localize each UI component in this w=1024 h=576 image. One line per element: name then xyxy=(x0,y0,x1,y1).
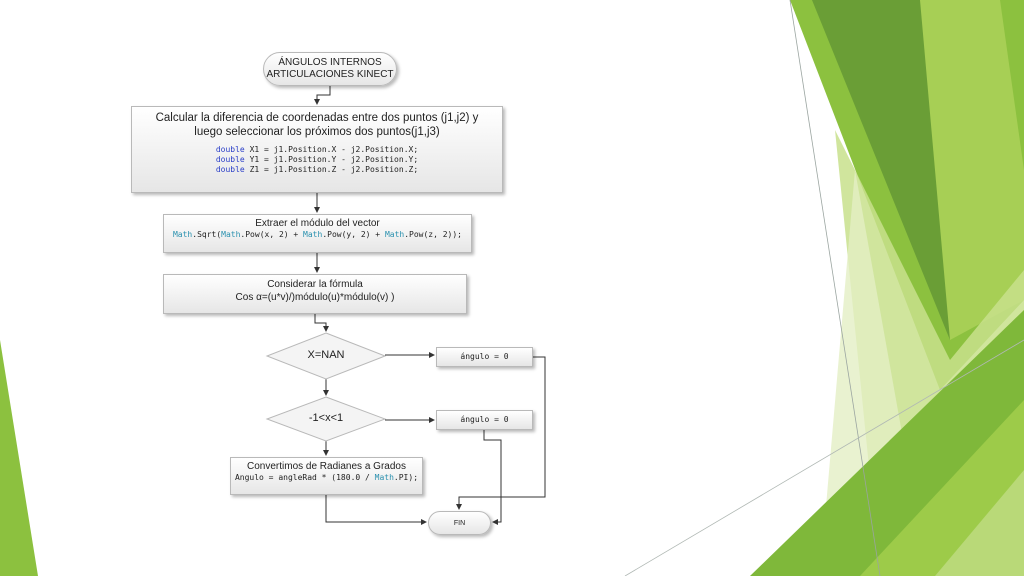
step-formula: Considerar la fórmula Cos α=(u*v)/)módul… xyxy=(163,274,467,314)
step2-text: Extraer el módulo del vector xyxy=(255,218,380,229)
step3-line2: Cos α=(u*v)/)módulo(u)*módulo(v) ) xyxy=(235,292,395,303)
end-label: FIN xyxy=(453,520,466,527)
output2-text: ángulo = 0 xyxy=(460,415,509,424)
output-angle-zero-2: ángulo = 0 xyxy=(436,410,533,430)
code-part: .Sqrt( xyxy=(192,230,222,239)
code-part: Angulo = angleRad * (180.0 / xyxy=(234,473,375,482)
step-convert-degrees: Convertimos de Radianes a Grados Angulo … xyxy=(230,457,423,495)
step2-code: Math.Sqrt(Math.Pow(x, 2) + Math.Pow(y, 2… xyxy=(164,230,471,240)
step4-code: Angulo = angleRad * (180.0 / Math.PI); xyxy=(231,473,422,483)
start-terminator: ÁNGULOS INTERNOS ARTICULACIONES KINECT xyxy=(263,52,397,86)
step-calculate-difference: Calcular la diferencia de coordenadas en… xyxy=(131,106,503,193)
decision-nan-label: X=NAN xyxy=(307,349,345,361)
code-line-z: Z1 = j1.Position.Z - j2.Position.Z; xyxy=(244,165,419,174)
code-keyword: double xyxy=(215,165,245,174)
code-line-y: Y1 = j1.Position.Y - j2.Position.Y; xyxy=(244,155,419,164)
decision-diamonds xyxy=(265,332,387,442)
end-terminator: FIN xyxy=(428,511,491,535)
step3-line1: Considerar la fórmula xyxy=(267,279,363,290)
code-class: Math xyxy=(374,473,394,482)
step1-code: double X1 = j1.Position.X - j2.Position.… xyxy=(216,145,418,175)
code-keyword: double xyxy=(215,145,245,154)
code-part: .Pow(x, 2) + xyxy=(240,230,304,239)
code-part: .Pow(y, 2) + xyxy=(322,230,385,239)
output-angle-zero-1: ángulo = 0 xyxy=(436,347,533,367)
code-part: .PI); xyxy=(393,473,419,482)
step-vector-modulus: Extraer el módulo del vector Math.Sqrt(M… xyxy=(163,214,472,253)
decision-range-label: -1<x<1 xyxy=(308,412,344,424)
code-keyword: double xyxy=(215,155,245,164)
code-class: Math xyxy=(384,230,405,239)
code-class: Math xyxy=(221,230,241,239)
start-line2: ARTICULACIONES KINECT xyxy=(266,69,394,80)
code-part: .Pow(z, 2)); xyxy=(404,230,462,239)
code-class: Math xyxy=(303,230,323,239)
start-line1: ÁNGULOS INTERNOS xyxy=(278,57,382,68)
code-class: Math xyxy=(172,230,193,239)
code-line-x: X1 = j1.Position.X - j2.Position.X; xyxy=(244,145,419,154)
step1-text: Calcular la diferencia de coordenadas en… xyxy=(155,112,479,138)
step4-text: Convertimos de Radianes a Grados xyxy=(247,461,406,472)
output1-text: ángulo = 0 xyxy=(460,352,509,361)
